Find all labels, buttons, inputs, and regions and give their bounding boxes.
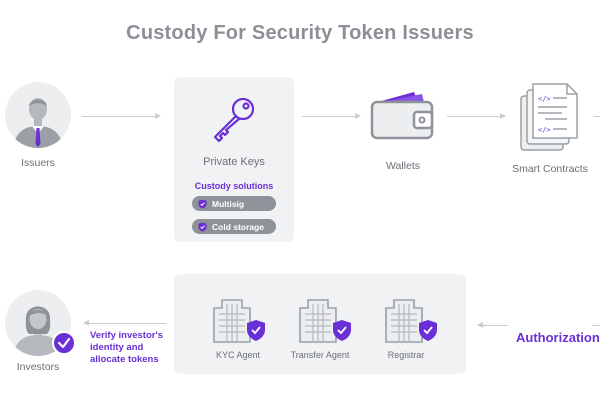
wallets-label: Wallets [385, 160, 421, 172]
svg-text:</>: </> [538, 95, 551, 103]
svg-text:</>: </> [538, 126, 551, 134]
issuers-label: Issuers [21, 157, 55, 169]
private-keys-panel: Private Keys Custody solutions Multisig … [174, 77, 294, 242]
authorization-label: Authorization [516, 330, 600, 345]
kyc-agent-building-icon [213, 299, 265, 343]
smart-contracts-node: </> </> [517, 82, 583, 154]
multisig-label: Multisig [212, 198, 245, 209]
arrow-contracts-out [594, 116, 600, 117]
transfer-agent-building-icon [299, 299, 351, 343]
kyc-agent-label: KYC Agent [215, 350, 261, 360]
investors-node [5, 290, 77, 356]
transfer-agent-label: Transfer Agent [290, 350, 350, 360]
cold-storage-pill: Cold storage [192, 219, 276, 234]
issuer-avatar-icon [5, 82, 71, 148]
wallet-icon [370, 92, 434, 140]
registrar-label: Registrar [387, 350, 425, 360]
verify-investor-text: Verify investor's identity and allocate … [90, 330, 164, 365]
registrar-building-icon [385, 299, 437, 343]
issuers-node [5, 82, 71, 148]
smart-contracts-label: Smart Contracts [512, 163, 588, 175]
smart-contract-documents-icon: </> </> [520, 83, 578, 151]
arrow-into-agents [477, 322, 508, 328]
diagram-title: Custody For Security Token Issuers [126, 22, 474, 44]
shield-check-icon [198, 199, 207, 208]
wallets-node [370, 88, 436, 140]
shield-check-icon [198, 222, 207, 231]
arrow-authorization-in [592, 325, 600, 326]
arrow-keys-to-wallets [302, 113, 361, 119]
key-icon [213, 97, 255, 143]
custody-solutions-title: Custody solutions [194, 181, 274, 191]
private-keys-label: Private Keys [203, 156, 265, 168]
investors-label: Investors [16, 361, 60, 373]
cold-storage-label: Cold storage [212, 221, 264, 232]
arrow-wallets-to-contracts [447, 113, 506, 119]
agents-panel: KYC Agent Transfer Agent Registrar [174, 274, 466, 374]
multisig-pill: Multisig [192, 196, 276, 211]
investor-avatar-icon [5, 290, 76, 356]
arrow-issuers-to-keys [82, 113, 161, 119]
arrow-agents-to-investors [83, 320, 166, 326]
